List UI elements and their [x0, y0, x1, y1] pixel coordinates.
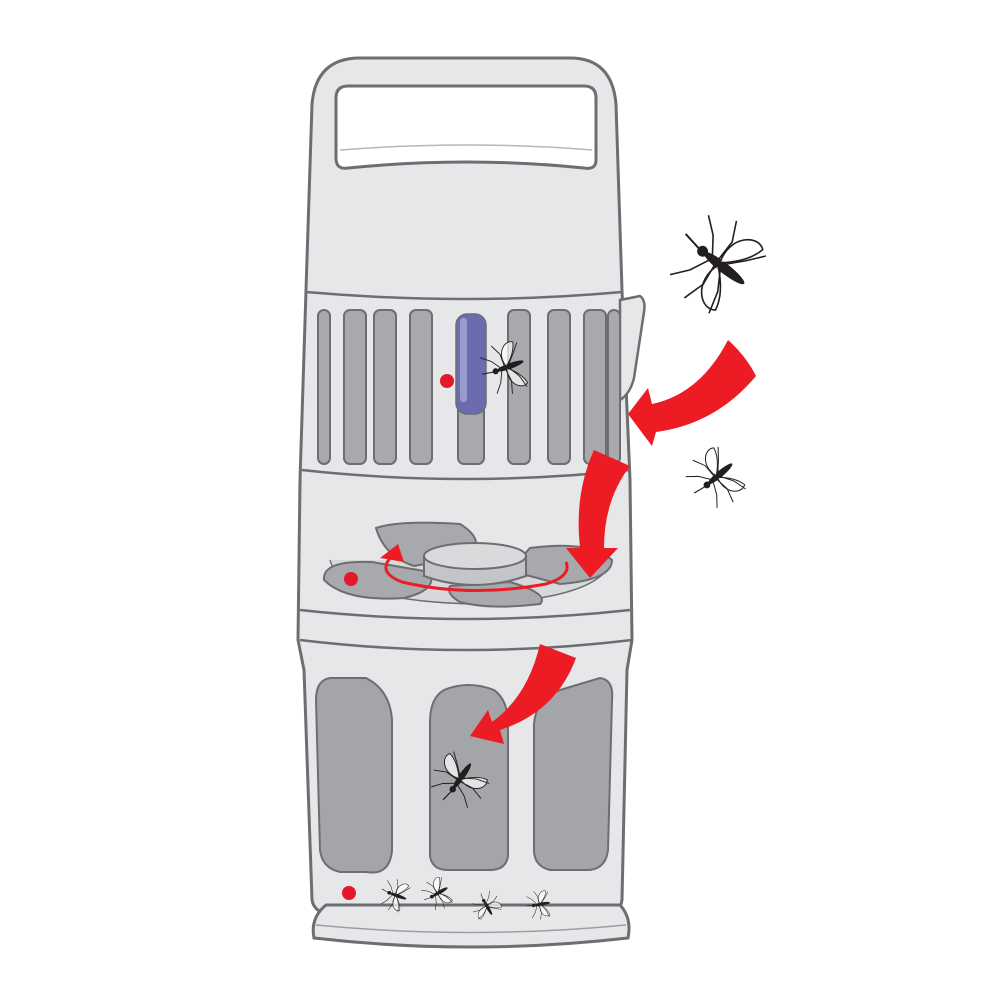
curved-arrow-icon [628, 340, 756, 446]
upper-band-line [305, 290, 623, 301]
middle-band-line-bottom [299, 608, 631, 621]
vent-slot [547, 309, 571, 465]
vent-slot [607, 309, 621, 465]
collection-window [533, 676, 614, 871]
vent-slot [583, 309, 607, 465]
indicator-dot-icon [440, 374, 454, 388]
indicator-dots [342, 374, 454, 900]
curved-arrow-icon [470, 644, 576, 744]
vent-slot [373, 309, 397, 465]
indicator-dot-icon [342, 886, 356, 900]
airflow-arrows [470, 340, 756, 744]
rotation-arrow-icon [380, 544, 569, 593]
fan-blade [322, 560, 433, 600]
curved-arrow-icon [566, 450, 630, 578]
lower-band-line [299, 638, 633, 652]
vent-slot [507, 309, 531, 465]
carry-handle-opening [334, 84, 598, 170]
suction-fan [322, 521, 614, 608]
vent-slot [409, 309, 433, 465]
trap-base [311, 903, 631, 949]
mosquito-icon [676, 441, 753, 519]
uv-lamp [455, 313, 487, 415]
vent-slot [317, 309, 331, 465]
collection-window [314, 677, 393, 874]
vent-slot [343, 309, 367, 465]
indicator-dot-icon [344, 572, 358, 586]
mosquito-icon [653, 200, 773, 323]
side-flap [618, 294, 646, 403]
